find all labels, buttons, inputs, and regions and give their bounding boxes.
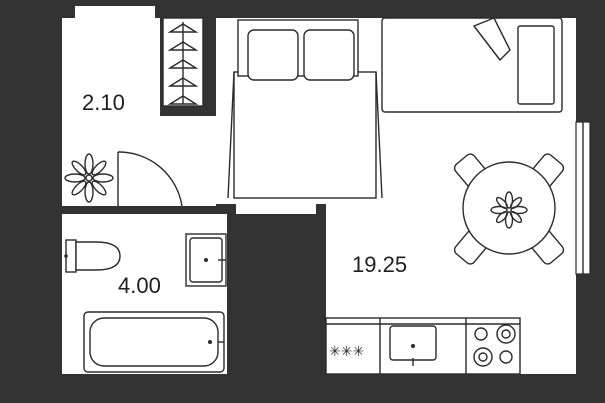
door-swing xyxy=(117,151,183,207)
double-bed-icon xyxy=(227,19,383,199)
bathroom-sink-icon xyxy=(185,233,227,287)
dining-table-icon xyxy=(453,153,565,265)
sofa-bed-icon xyxy=(381,17,563,113)
hanger-icon xyxy=(167,22,199,105)
room-area-hallway: 2.10 xyxy=(82,90,125,115)
wall-top-gap xyxy=(75,6,155,18)
plant-icon xyxy=(64,153,114,203)
room-area-main-room: 19.25 xyxy=(352,252,407,277)
toilet-icon xyxy=(64,239,121,273)
partition-stub xyxy=(216,204,232,214)
stove-icon xyxy=(473,324,516,367)
balcony-door xyxy=(236,200,316,214)
hob-marks: ✳✳✳ xyxy=(329,344,364,360)
kitchen-sink-icon xyxy=(389,325,437,366)
bathtub-icon xyxy=(83,311,225,373)
room-area-bathroom: 4.00 xyxy=(118,273,161,298)
